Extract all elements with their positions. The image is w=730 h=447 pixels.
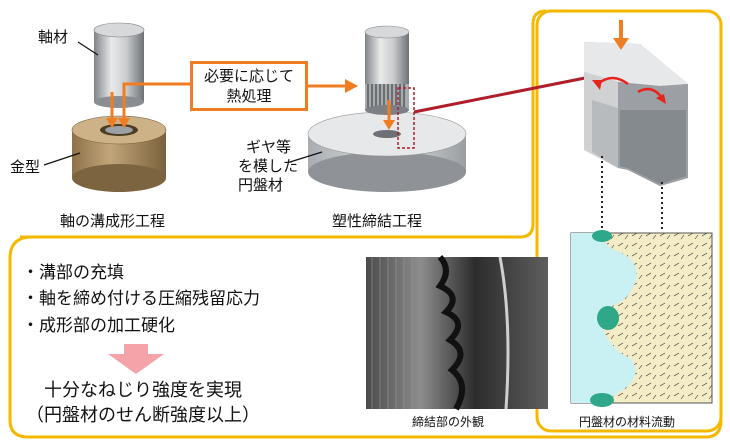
bullet-work-hardening: ・成形部の加工硬化 [22, 316, 175, 336]
result-frame [20, 9, 547, 239]
shaft-leader-line [77, 41, 99, 56]
zoomed-section-illustration [584, 42, 688, 186]
zoom-connector-line [413, 76, 586, 114]
result-frame-lower [8, 235, 723, 439]
result-line2: （円盤材のせん断強度以上） [26, 405, 260, 426]
grooved-shaft-illustration [364, 25, 410, 115]
fastened-part-photo [366, 254, 548, 411]
flow-caption: 円盤材の材料流動 [579, 415, 676, 429]
die-leader-line [43, 152, 81, 166]
result-arrow [108, 344, 164, 374]
step1-title: 軸の溝成形工程 [60, 212, 166, 230]
disk-label-line2: を模した [238, 157, 299, 175]
section-down-arrow-head [613, 38, 629, 50]
disk-label-line3: 円盤材 [238, 176, 284, 194]
step2-title: 塑性締結工程 [332, 212, 423, 230]
heat-treatment-connector [122, 82, 190, 96]
disk-illustration [307, 111, 467, 192]
process-frame [535, 9, 723, 433]
bullet-groove-filling: ・溝部の充填 [22, 263, 124, 283]
shaft-label: 軸材 [38, 28, 69, 46]
heat-treatment-line2: 熱処理 [226, 87, 272, 105]
photo-caption: 締結部の外観 [412, 415, 485, 429]
rotation-arrow-left-head [592, 80, 602, 90]
disk-leader-line [289, 151, 323, 163]
bullet-residual-stress: ・軸を締め付ける圧縮残留応力 [22, 289, 260, 309]
insert-arrow-2-head [118, 118, 130, 128]
shaft-illustration [93, 22, 145, 108]
die-label: 金型 [10, 158, 41, 176]
heat-treatment-line1: 必要に応じて [203, 67, 294, 85]
zoom-region-box [397, 87, 415, 149]
result-line1: 十分なねじり強度を実現 [44, 380, 242, 401]
press-arrow-head [383, 120, 395, 130]
disk-label-line1: ギヤ等 [246, 138, 292, 156]
rotation-arrow-right-head [656, 94, 666, 104]
insert-arrow-1-head [106, 118, 118, 128]
heat-treatment-box: 必要に応じて 熱処理 [190, 61, 308, 111]
heat-to-step2-arrow-head [345, 79, 358, 93]
die-illustration [71, 115, 167, 192]
material-flow-image [570, 230, 713, 407]
